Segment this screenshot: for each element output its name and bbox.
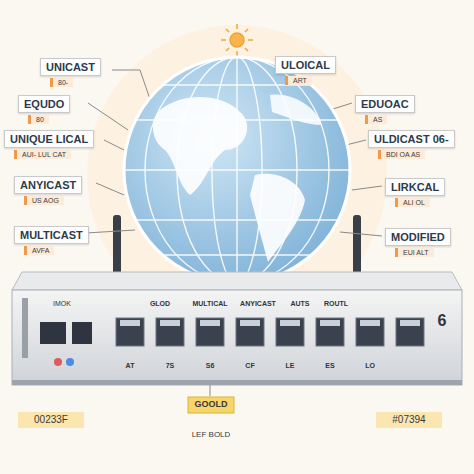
ethernet-port [396,318,424,346]
address-type: ULDICAST 06- [368,130,455,148]
port-label: CF [245,362,254,369]
tag-label: 00233F [34,414,68,425]
ethernet-port [316,318,344,346]
tag-label: GOOLD [195,399,228,409]
label-card: EDUOAC AS [355,95,415,124]
address-type: EQUDO [18,95,70,113]
address-type: UNIQUE LICAL [4,130,94,148]
ethernet-port [236,318,264,346]
label-card: EQUDO 80 [18,95,70,124]
label-card: ANYICAST US AOG [14,176,82,205]
address-type: MODIFIED [385,228,451,246]
ethernet-port [276,318,304,346]
port-label: AT [126,362,135,369]
ethernet-port [156,318,184,346]
router-marking: ROUTL [324,300,348,307]
label-card: MULTICAST AVFA [14,226,89,255]
router-marking: IMOK [53,300,71,307]
tag-label: #07394 [392,414,425,425]
address-type: ANYICAST [14,176,82,194]
ethernet-port [196,318,224,346]
label-card: ULDICAST 06- BDI OA AS [368,130,455,159]
port-latch [200,320,220,326]
port-latch [360,320,380,326]
address-type: UNICAST [40,58,101,76]
router-marking: 6 [438,312,447,330]
address-type: MULTICAST [14,226,89,244]
port-latch [120,320,140,326]
tag-text: ALI OL [395,198,430,207]
router-marking: ANYICAST [240,300,276,307]
address-type: LIRKCAL [385,178,445,196]
globe [124,57,350,283]
tag-label: LEF BOLD [192,430,231,439]
tag-text: 80 [28,115,49,124]
port-latch [240,320,260,326]
tag-text: 80- [50,78,73,87]
port-latch [280,320,300,326]
port-latch [320,320,340,326]
sun-icon [221,24,253,56]
router [12,272,462,396]
tag-text: BDI OA AS [378,150,425,159]
port-label: 7S [166,362,175,369]
label-card: UNIQUE LICAL AUI- LUL CAT [4,130,94,159]
port-label: S6 [206,362,215,369]
tag-text: EUI ALT [395,248,434,257]
router-marking: MULTICAL [192,300,227,307]
tag-text: AS [365,115,387,124]
port-label: LO [365,362,375,369]
router-marking: GLOD [150,300,170,307]
label-card: ULOICAL ART [275,56,336,85]
label-card: MODIFIED EUI ALT [385,228,451,257]
ethernet-port [356,318,384,346]
ethernet-port [116,318,144,346]
port-latch [160,320,180,326]
address-type: ULOICAL [275,56,336,74]
address-type: EDUOAC [355,95,415,113]
label-card: UNICAST 80- [40,58,101,87]
tag-text: ART [285,76,312,85]
port-label: ES [325,362,334,369]
port-latch [400,320,420,326]
tag-text: AVFA [24,246,54,255]
tag-text: AUI- LUL CAT [14,150,71,159]
tag-shapes [18,397,442,428]
port-label: LE [286,362,295,369]
router-marking: AUTS [290,300,309,307]
label-card: LIRKCAL ALI OL [385,178,445,207]
tag-text: US AOG [24,196,64,205]
